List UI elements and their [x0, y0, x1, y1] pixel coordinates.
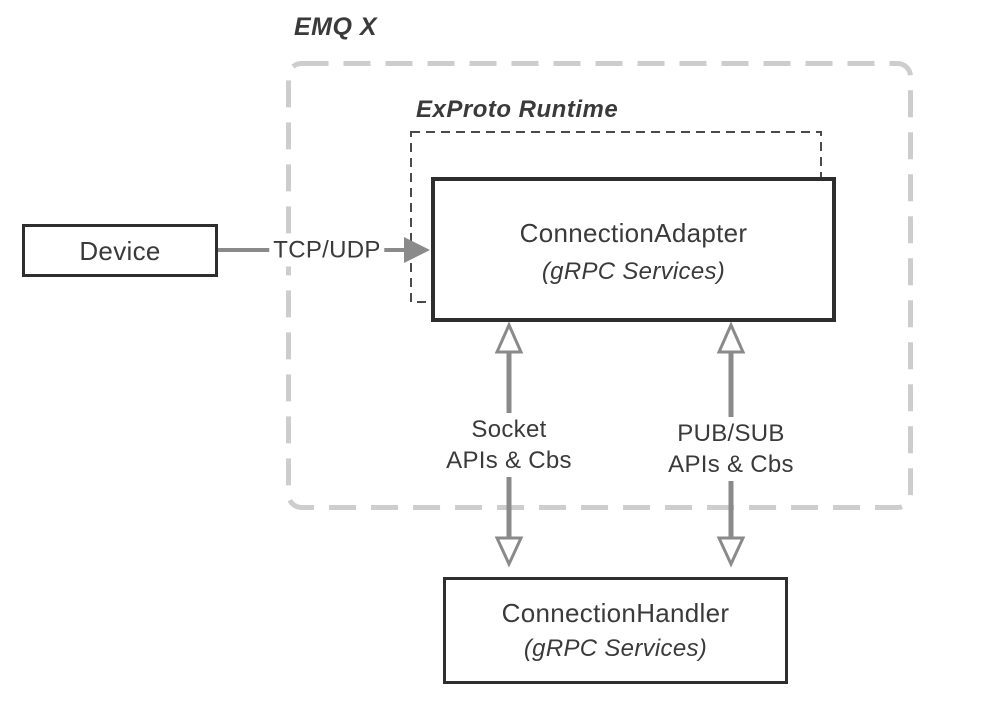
connection-adapter-title: ConnectionAdapter	[519, 217, 748, 248]
socket-arrowhead-up-icon	[494, 321, 524, 354]
exproto-runtime-zone-label: ExProto Runtime	[416, 96, 619, 123]
socket-apis-edge-label: Socket APIs & Cbs	[442, 413, 576, 477]
tcp-udp-arrowhead-right-icon	[404, 237, 430, 263]
socket-apis-edge-label-line2: APIs & Cbs	[446, 447, 572, 474]
connection-adapter-node: ConnectionAdapter (gRPC Services)	[431, 177, 836, 322]
pubsub-arrowhead-up-icon	[716, 321, 746, 354]
device-node-label: Device	[79, 235, 161, 266]
emqx-zone-label: EMQ X	[294, 13, 378, 41]
connection-handler-node: ConnectionHandler (gRPC Services)	[443, 577, 788, 684]
connection-handler-subtitle: (gRPC Services)	[523, 635, 708, 662]
connection-handler-title: ConnectionHandler	[501, 598, 730, 628]
pubsub-apis-edge-label-line2: APIs & Cbs	[668, 451, 794, 478]
pubsub-apis-edge-label: PUB/SUB APIs & Cbs	[664, 417, 798, 481]
socket-apis-edge-label-line1: Socket	[471, 416, 547, 443]
device-node: Device	[22, 224, 218, 277]
emqx-dashed-container	[286, 61, 913, 510]
pubsub-arrowhead-down-icon	[716, 536, 746, 568]
connection-adapter-subtitle: (gRPC Services)	[541, 257, 726, 285]
pubsub-apis-edge-label-line1: PUB/SUB	[677, 420, 785, 447]
socket-arrowhead-down-icon	[494, 536, 524, 568]
tcp-udp-edge-label: TCP/UDP	[269, 233, 385, 267]
